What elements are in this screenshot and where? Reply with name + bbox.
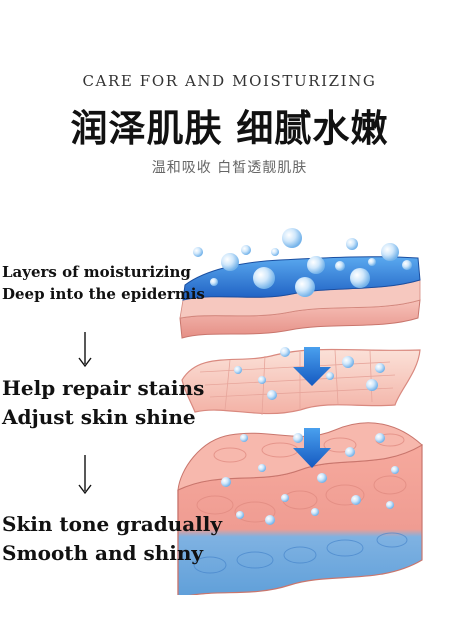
step-3-line-1: Skin tone gradually — [2, 512, 222, 536]
middle-skin-layer — [181, 348, 421, 416]
epidermis-layers — [179, 256, 421, 339]
chinese-title: 润泽肌肤 细腻水嫩 — [70, 106, 389, 150]
dermis-block — [177, 422, 423, 595]
flow-arrow-icon — [293, 347, 331, 468]
step-2-line-2: Adjust skin shine — [2, 405, 196, 429]
step-3-line-2: Smooth and shiny — [2, 541, 204, 565]
arrow-down-icon — [78, 455, 92, 495]
english-subtitle: CARE FOR AND MOISTURIZING — [82, 72, 377, 90]
arrow-down-icon — [78, 332, 92, 368]
step-2-line-1: Help repair stains — [2, 376, 205, 400]
step-1-line-2: Deep into the epidermis — [2, 285, 205, 303]
step-1-line-1: Layers of moisturizing — [2, 263, 191, 281]
step-1-label: Layers of moisturizing Deep into the epi… — [2, 261, 205, 305]
step-3-label: Skin tone gradually Smooth and shiny — [2, 510, 222, 568]
chinese-subtitle: 温和吸收 白皙透靓肌肤 — [151, 160, 308, 176]
droplet-bubble-icon — [193, 228, 412, 525]
step-2-label: Help repair stains Adjust skin shine — [2, 374, 204, 432]
skin-layers-illustration — [177, 228, 423, 595]
